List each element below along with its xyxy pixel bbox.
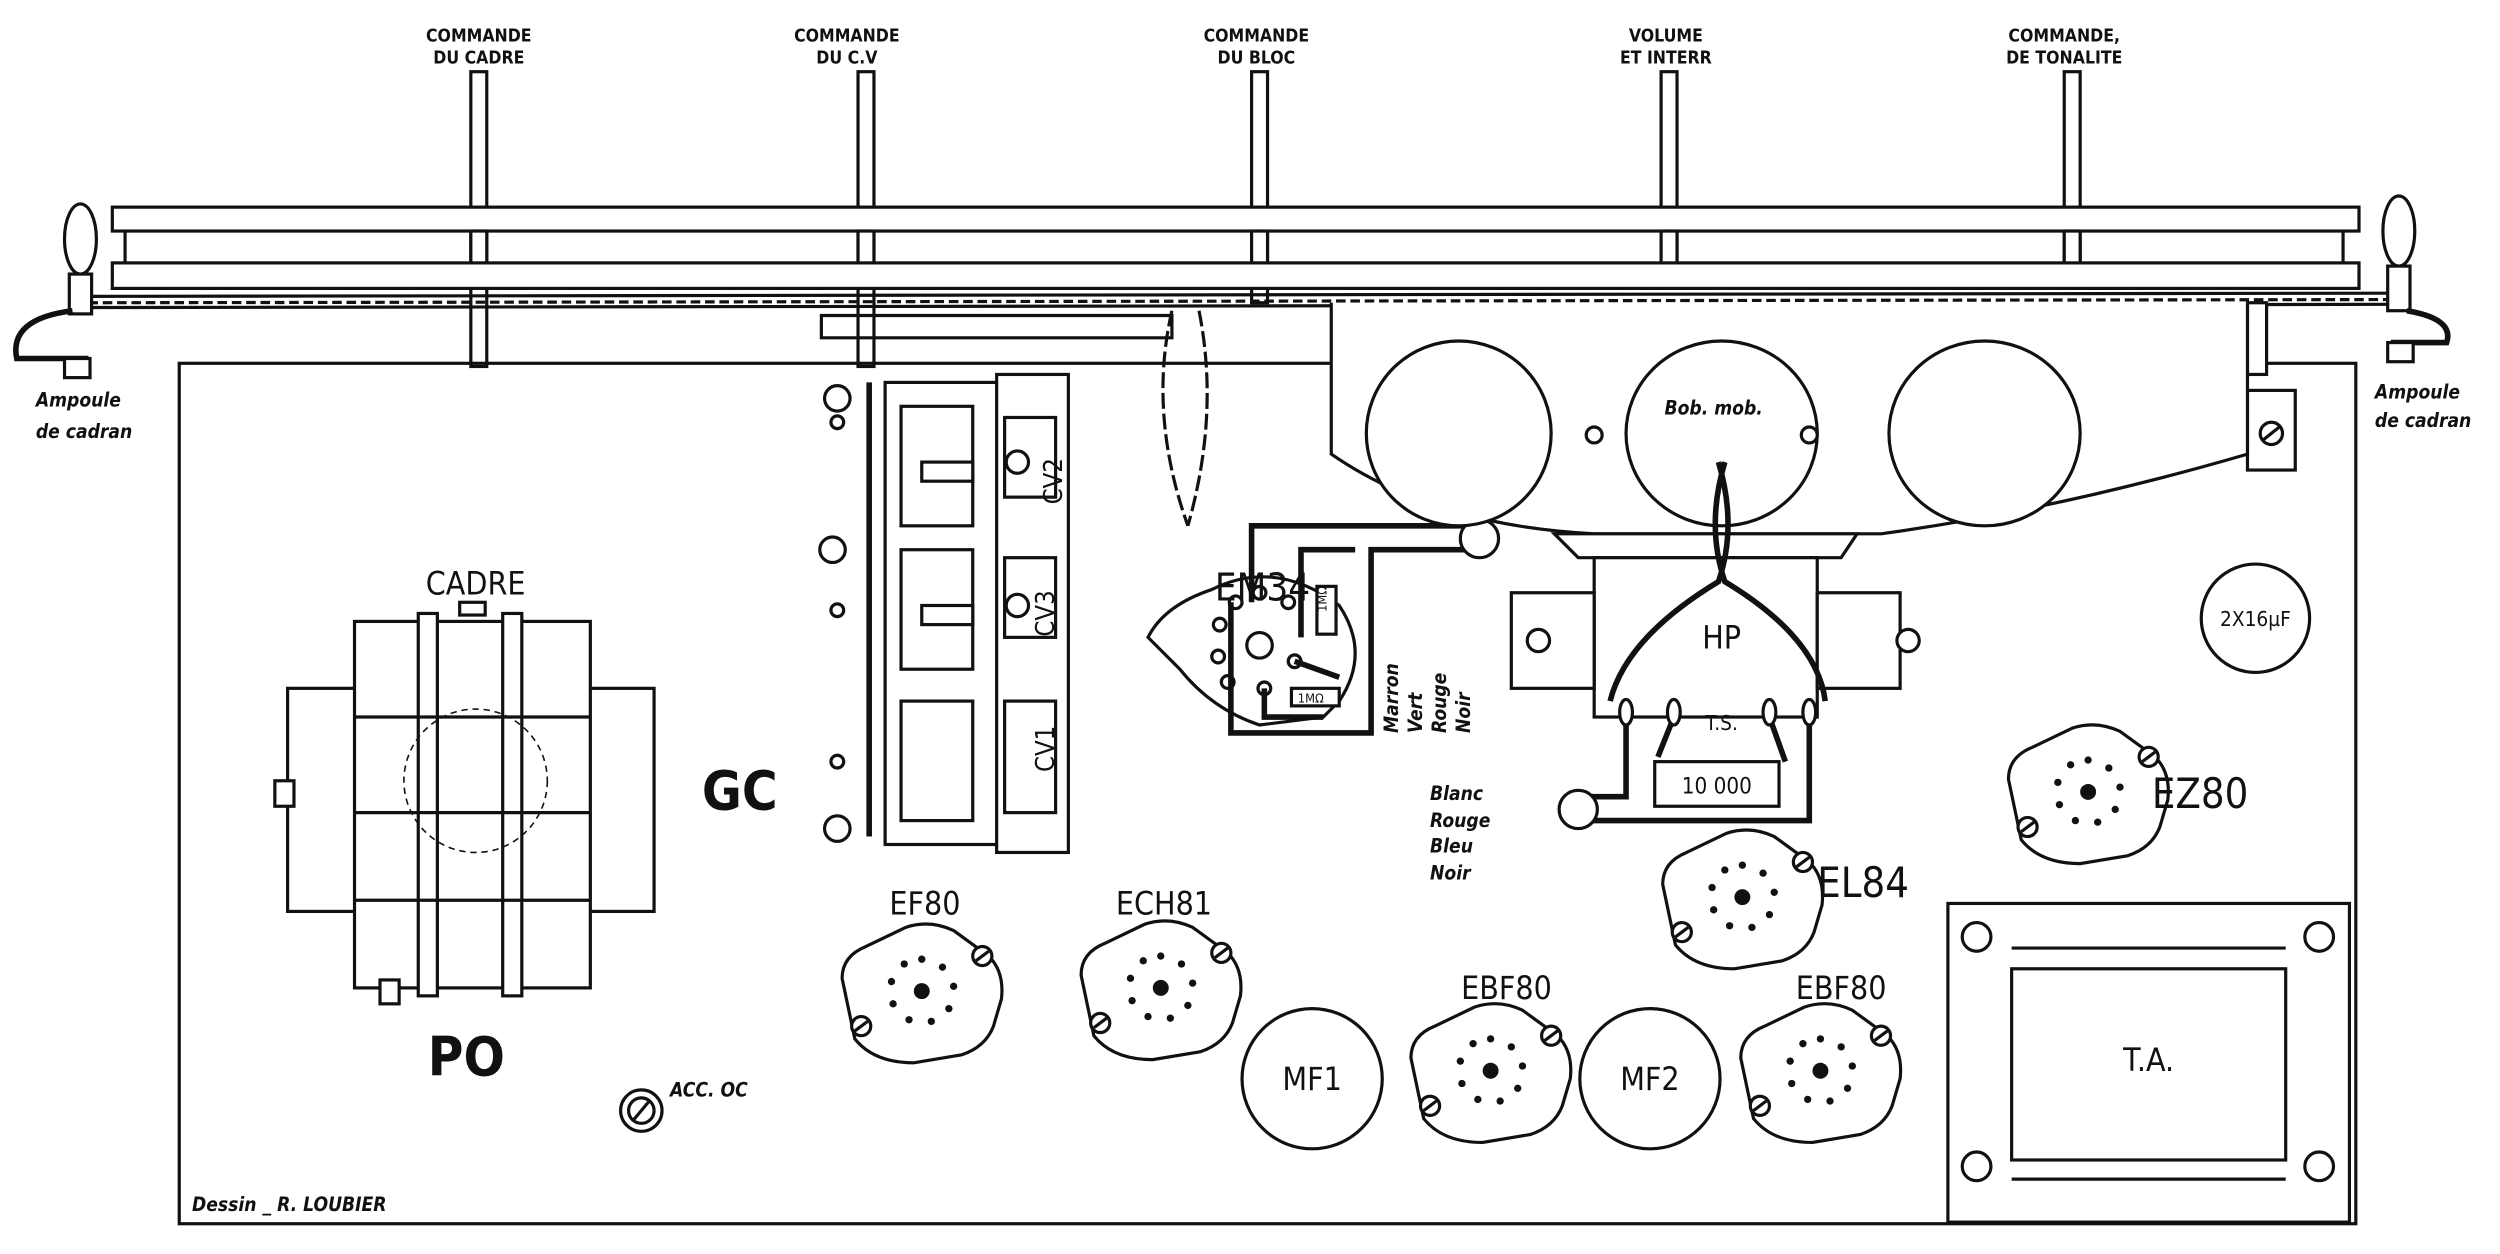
frame-po-label: PO xyxy=(428,1026,505,1089)
ef80-socket xyxy=(840,922,1004,1065)
ef80-label: EF80 xyxy=(889,885,960,923)
ez80-label: EZ80 xyxy=(2152,770,2248,818)
mf2-label: MF2 xyxy=(1620,1060,1679,1098)
ebf80-label-1: EBF80 xyxy=(1461,969,1552,1007)
cv3-label: CV3 xyxy=(1031,590,1061,636)
control-label-tonalite: COMMANDE, DE TONALITE xyxy=(2006,26,2122,68)
control-label-volume: VOLUME ET INTERR xyxy=(1620,26,1712,68)
em34-socket xyxy=(1146,310,1501,736)
svg-text:Noir: Noir xyxy=(1452,691,1475,733)
svg-text:DU BLOC: DU BLOC xyxy=(1217,49,1295,69)
dial-cord xyxy=(88,297,2391,305)
capacitor-can xyxy=(2199,562,2312,675)
voice-coil-label: Bob. mob. xyxy=(1665,396,1763,419)
svg-text:Vert: Vert xyxy=(1404,692,1427,733)
hp-wire-labels: Blanc Rouge Bleu Noir xyxy=(1430,782,1491,885)
resistor-1m-b: 1MΩ xyxy=(1298,692,1324,707)
mf1-can xyxy=(1240,1007,1384,1151)
lamp-right-icon xyxy=(2381,194,2451,364)
hp-label: HP xyxy=(1702,619,1741,657)
ts-label: T.S. xyxy=(1704,711,1738,735)
svg-text:Rouge: Rouge xyxy=(1430,809,1491,832)
frame-antenna xyxy=(273,600,656,1006)
svg-text:Rouge: Rouge xyxy=(1428,672,1451,733)
variable-capacitor-block xyxy=(818,313,1174,855)
ech81-socket xyxy=(1079,919,1243,1062)
svg-text:Marron: Marron xyxy=(1380,663,1403,733)
credit-label: Dessin _ R. LOUBIER xyxy=(192,1193,387,1216)
em34-label: EM34 xyxy=(1215,567,1310,611)
svg-text:COMMANDE: COMMANDE xyxy=(794,26,900,46)
frame-gc-label: GC xyxy=(702,759,778,822)
svg-text:de cadran: de cadran xyxy=(2375,409,2471,432)
lamp-right-label: Ampoule xyxy=(2373,380,2460,403)
transformer-label: T.A. xyxy=(2122,1041,2174,1079)
svg-text:DE TONALITE: DE TONALITE xyxy=(2006,49,2122,69)
acc-oc-label: ACC. OC xyxy=(668,1078,748,1101)
control-label-cadre: COMMANDE DU CADRE xyxy=(426,26,532,68)
svg-text:de cadran: de cadran xyxy=(36,420,132,443)
dial-rails xyxy=(110,205,2361,290)
el84-label: EL84 xyxy=(1817,859,1909,907)
cv1-label: CV1 xyxy=(1031,726,1061,772)
lamp-left-label: Ampoule xyxy=(34,388,121,411)
svg-text:COMMANDE,: COMMANDE, xyxy=(2008,26,2120,46)
resistor-10000-label: 10 000 xyxy=(1682,774,1752,800)
svg-text:COMMANDE: COMMANDE xyxy=(426,26,532,46)
capacitor-label: 2X16µF xyxy=(2220,607,2291,631)
svg-text:VOLUME: VOLUME xyxy=(1629,26,1703,46)
mf1-label: MF1 xyxy=(1282,1060,1341,1098)
ebf80-socket-2 xyxy=(1739,1002,1903,1145)
ez80-socket xyxy=(2006,723,2170,866)
em34-wire-labels: Marron Vert Rouge Noir xyxy=(1380,663,1475,733)
resistor-1m-a: 1MΩ xyxy=(1315,586,1330,612)
el84-socket xyxy=(1661,828,1825,971)
svg-text:DU C.V: DU C.V xyxy=(816,49,878,69)
svg-text:Bleu: Bleu xyxy=(1430,834,1473,857)
mf2-can xyxy=(1578,1007,1722,1151)
chassis-outline xyxy=(177,361,2358,1226)
lamp-left-icon xyxy=(13,202,98,380)
loudspeaker xyxy=(1329,302,2250,831)
svg-text:ET INTERR: ET INTERR xyxy=(1620,49,1712,69)
power-transformer xyxy=(1946,901,2352,1224)
cv2-label: CV2 xyxy=(1039,458,1069,504)
ech81-label: ECH81 xyxy=(1116,885,1212,923)
svg-text:Noir: Noir xyxy=(1430,862,1472,885)
control-label-bloc: COMMANDE DU BLOC xyxy=(1204,26,1310,68)
acc-oc-trimmer-icon xyxy=(619,1088,664,1133)
control-label-cv: COMMANDE DU C.V xyxy=(794,26,900,68)
svg-text:COMMANDE: COMMANDE xyxy=(1204,26,1310,46)
frame-title: CADRE xyxy=(426,564,526,602)
ebf80-socket-1 xyxy=(1409,1002,1573,1145)
svg-text:Blanc: Blanc xyxy=(1430,782,1483,805)
ebf80-label-2: EBF80 xyxy=(1796,969,1887,1007)
svg-text:DU CADRE: DU CADRE xyxy=(433,49,524,69)
